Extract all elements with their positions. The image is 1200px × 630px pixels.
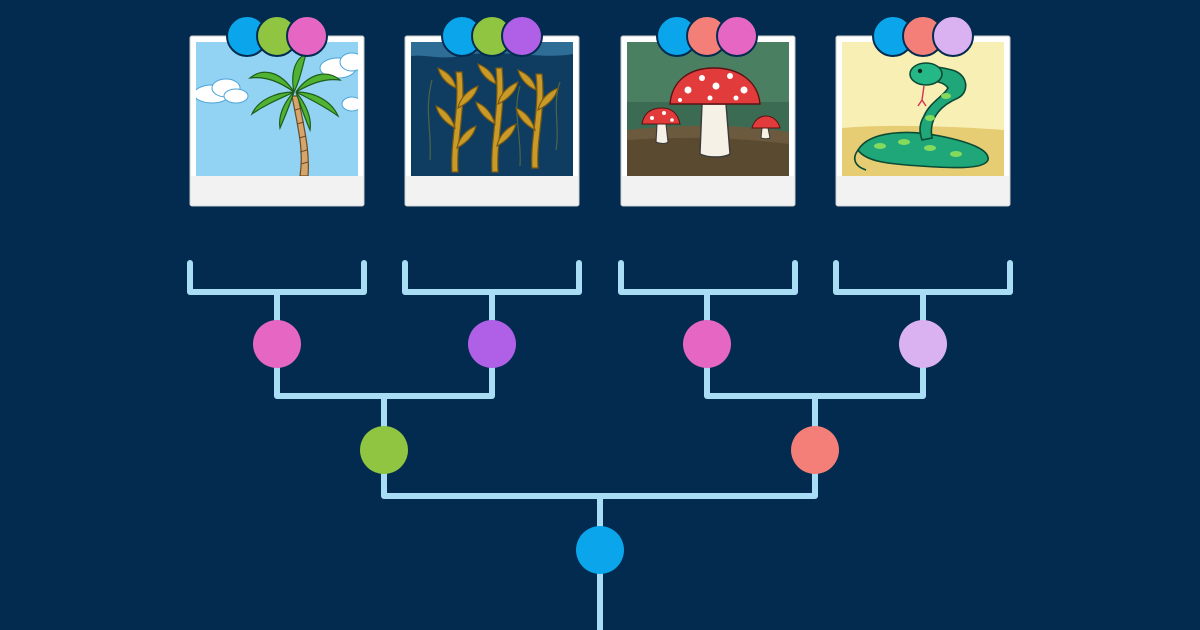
node-plants-ancestor bbox=[360, 426, 408, 474]
branch-left-pair bbox=[274, 365, 495, 399]
node-fungi-animals-ancestor bbox=[791, 426, 839, 474]
trait-dot-lavender bbox=[932, 15, 974, 57]
snake-icon bbox=[853, 62, 989, 171]
trait-dot-purple bbox=[501, 15, 543, 57]
bracket-seaweed bbox=[402, 260, 582, 295]
trait-dots-snake bbox=[872, 15, 974, 57]
palm-leaves-icon bbox=[248, 52, 342, 133]
tree-nodes bbox=[253, 320, 947, 574]
node-seaweed bbox=[468, 320, 516, 368]
snake-illustration bbox=[842, 42, 1004, 176]
mushroom-illustration bbox=[627, 42, 789, 176]
palm-tree-illustration bbox=[196, 42, 358, 176]
photo-card-seaweed bbox=[404, 35, 580, 207]
branch-right-pair bbox=[704, 365, 926, 399]
photo-card-palm-tree bbox=[189, 35, 365, 207]
cloud-icon bbox=[196, 52, 358, 112]
node-root-ancestor bbox=[576, 526, 624, 574]
bracket-mushroom bbox=[618, 260, 798, 295]
photo-card-snake bbox=[835, 35, 1011, 207]
bracket-palm-tree bbox=[187, 260, 367, 295]
mushroom-icon bbox=[641, 67, 781, 158]
kelp-icon bbox=[435, 63, 559, 173]
node-palm-tree bbox=[253, 320, 301, 368]
bracket-snake bbox=[833, 260, 1013, 295]
trait-dot-pink bbox=[286, 15, 328, 57]
seaweed-illustration bbox=[411, 42, 573, 176]
photo-card-mushroom bbox=[620, 35, 796, 207]
trait-dots-seaweed bbox=[441, 15, 543, 57]
trait-dots-palm-tree bbox=[226, 15, 328, 57]
node-snake bbox=[899, 320, 947, 368]
branch-root-split bbox=[381, 471, 818, 499]
node-mushroom bbox=[683, 320, 731, 368]
trait-dot-pink bbox=[716, 15, 758, 57]
tree-branches bbox=[187, 260, 1013, 630]
trait-dots-mushroom bbox=[656, 15, 758, 57]
